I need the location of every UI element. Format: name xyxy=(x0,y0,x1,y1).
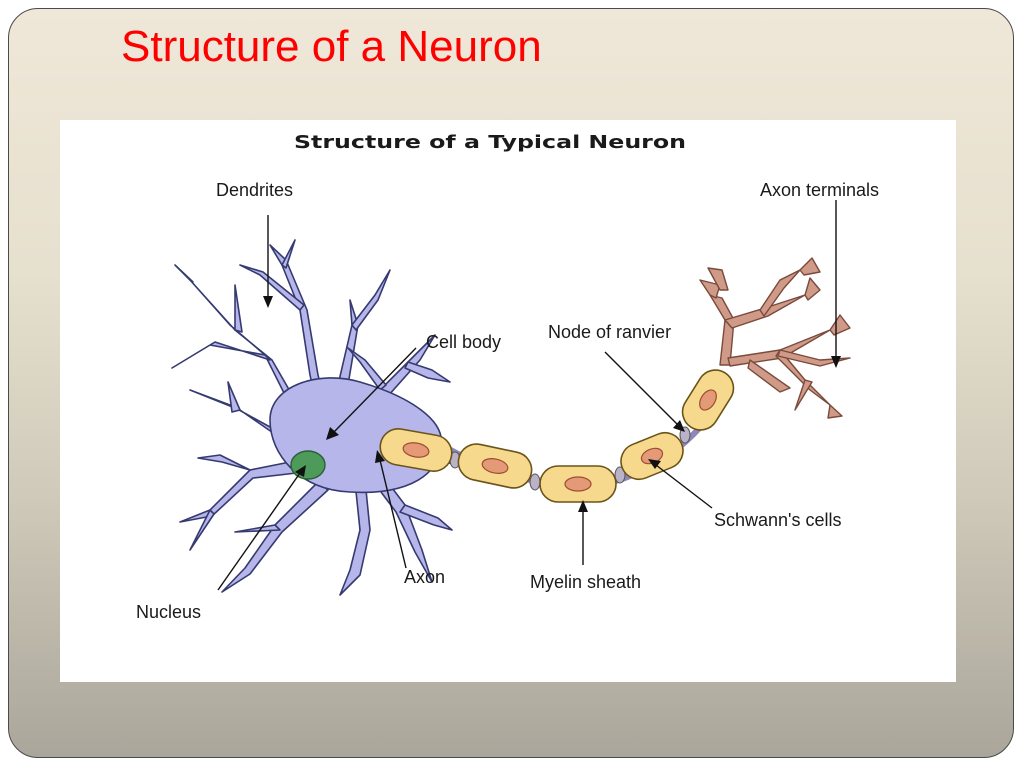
label-axon: Axon xyxy=(404,567,445,587)
label-axon-terminals: Axon terminals xyxy=(760,180,879,200)
label-schwanns-cells: Schwann's cells xyxy=(714,510,842,530)
slide-title: Structure of a Neuron xyxy=(121,22,542,71)
label-dendrites: Dendrites xyxy=(216,180,293,200)
label-node-of-ranvier: Node of ranvier xyxy=(548,322,671,342)
label-nucleus: Nucleus xyxy=(136,602,201,622)
nucleus-shape xyxy=(290,450,326,480)
axon-terminals xyxy=(699,257,851,419)
neuron-diagram: Structure of a Typical Neuron xyxy=(136,132,879,622)
axon xyxy=(379,369,735,503)
dendrites xyxy=(171,239,461,596)
diagram-title: Structure of a Typical Neuron xyxy=(294,132,686,153)
label-cell-body: Cell body xyxy=(426,332,501,352)
leader-lines xyxy=(217,200,841,591)
label-myelin-sheath: Myelin sheath xyxy=(530,572,641,592)
neuron-figure: Structure of a Typical Neuron xyxy=(60,120,956,682)
